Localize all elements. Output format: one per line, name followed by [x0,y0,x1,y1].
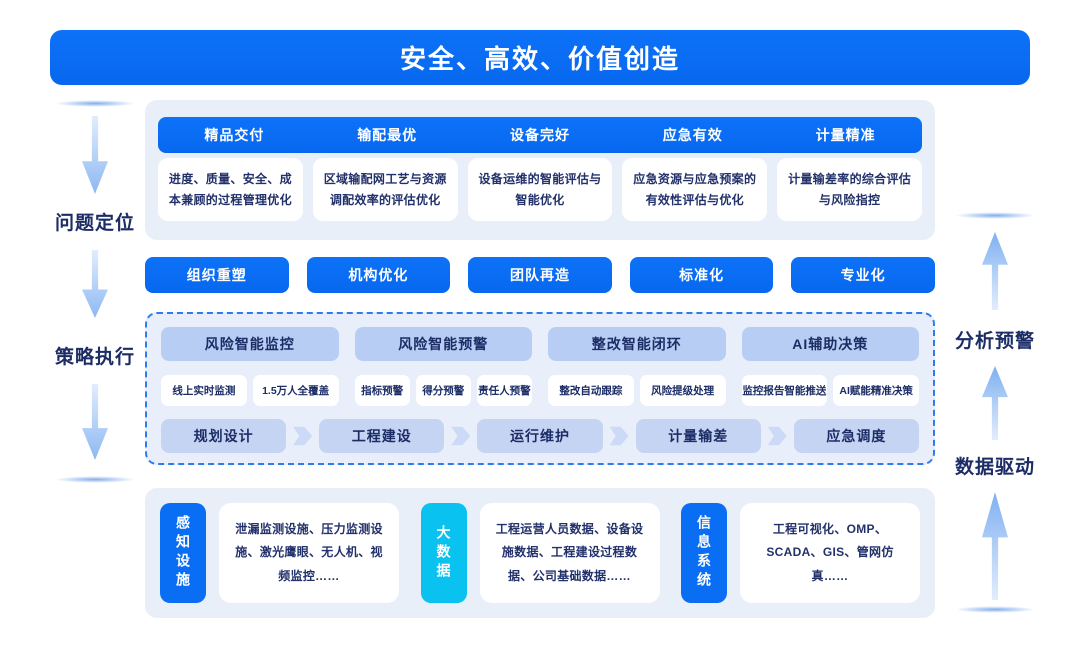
feature-pill: 得分预警 [415,375,471,406]
data-layer-pill: 感知设施 [160,503,206,603]
goal-tab: 计量精准 [815,127,876,143]
org-pill: 团队再造 [468,257,612,293]
rail-label-data-driven: 数据驱动 [954,457,1035,478]
data-layer-card: 泄漏监测设施、压力监测设施、激光鹰眼、无人机、视频监控…… [219,503,399,603]
data-layer-card: 工程运营人员数据、设备设施数据、工程建设过程数据、公司基础数据…… [479,503,660,603]
capability-pill: 风险智能预警 [354,327,532,361]
org-pill: 标准化 [629,257,774,293]
goals-section: 精品交付 输配最优 设备完好 应急有效 计量精准 进度、质量、安全、成本兼顾的过程管理优… [145,100,935,240]
flow-stage-pill: 运行维护 [477,419,603,453]
feature-pill: 监控报告智能推送 [741,375,828,406]
up-arrow-icon [982,366,1008,440]
feature-pill: 指标预警 [354,375,410,406]
rail-label-problem-locating: 问题定位 [54,213,135,234]
up-arrow-icon [982,492,1008,600]
down-arrow-icon [82,116,108,194]
down-arrow-icon [82,384,108,460]
org-pill-row: 组织重塑机构优化团队再造标准化专业化 [145,257,935,293]
up-arrow-icon [982,232,1008,310]
flow-stage-pill: 计量输差 [635,419,761,453]
divider-lens [53,476,137,483]
flow-stage-pill: 规划设计 [161,419,287,453]
data-layer-group: 信息系统工程可视化、OMP、SCADA、GIS、管网仿真…… [681,503,920,603]
goal-card: 设备运维的智能评估与智能优化 [467,158,613,221]
goal-tab: 设备完好 [509,127,570,143]
goal-tab: 应急有效 [662,127,723,143]
divider-lens [953,606,1037,613]
down-arrow-icon [82,250,108,318]
feature-group: 整改自动跟踪风险提级处理 [548,375,726,406]
data-layer-section: 感知设施泄漏监测设施、压力监测设施、激光鹰眼、无人机、视频监控……大数据工程运营… [145,488,935,618]
rail-label-analysis-warning: 分析预警 [954,331,1035,352]
goal-card-row: 进度、质量、安全、成本兼顾的过程管理优化区域输配网工艺与资源调配效率的评估优化设… [158,158,922,221]
goal-card: 区域输配网工艺与资源调配效率的评估优化 [312,158,458,221]
goal-tab-bar: 精品交付 输配最优 设备完好 应急有效 计量精准 [158,117,922,153]
org-pill: 组织重塑 [145,257,289,293]
flow-stage-pill: 应急调度 [793,419,920,453]
goal-card: 进度、质量、安全、成本兼顾的过程管理优化 [158,158,303,221]
data-layer-card: 工程可视化、OMP、SCADA、GIS、管网仿真…… [740,503,920,603]
feature-pill: 线上实时监测 [161,375,247,406]
data-layer-group: 大数据工程运营人员数据、设备设施数据、工程建设过程数据、公司基础数据…… [420,503,660,603]
flow-arrow-icon [451,426,471,446]
page-title: 安全、高效、价值创造 [50,30,1030,85]
capability-pill: 整改智能闭环 [548,327,726,361]
divider-lens [953,212,1037,219]
divider-lens [53,100,137,107]
capability-pill: 风险智能监控 [161,327,339,361]
goal-card: 应急资源与应急预案的有效性评估与优化 [622,158,768,221]
goal-card: 计量输差率的综合评估与风险指控 [777,158,922,221]
feature-pill: 1.5万人全覆盖 [252,375,339,406]
flow-arrow-icon [293,426,313,446]
feature-pill: 整改自动跟踪 [548,375,634,406]
org-pill: 专业化 [791,257,935,293]
data-layer-group: 感知设施泄漏监测设施、压力监测设施、激光鹰眼、无人机、视频监控…… [160,503,399,603]
capability-pill-row: 风险智能监控风险智能预警整改智能闭环 AI辅助决策 [161,327,919,361]
flow-arrow-icon [767,426,787,446]
data-layer-pill: 大数据 [420,503,467,603]
goal-tab: 精品交付 [204,127,265,143]
flow-arrow-icon [609,426,629,446]
rail-label-strategy-execution: 策略执行 [54,347,135,368]
process-flow-row: 规划设计工程建设运行维护计量输差应急调度 [161,419,920,453]
feature-group: 指标预警得分预警责任人预警 [354,375,533,406]
goal-tab: 输配最优 [357,127,418,143]
org-pill: 机构优化 [306,257,451,293]
feature-pill: 责任人预警 [476,375,533,406]
capability-pill: AI辅助决策 [741,327,919,361]
data-layer-pill: 信息系统 [681,503,727,603]
flow-stage-pill: 工程建设 [319,419,445,453]
feature-pill: 风险提级处理 [639,375,726,406]
feature-pill: AI赋能精准决策 [833,375,919,406]
